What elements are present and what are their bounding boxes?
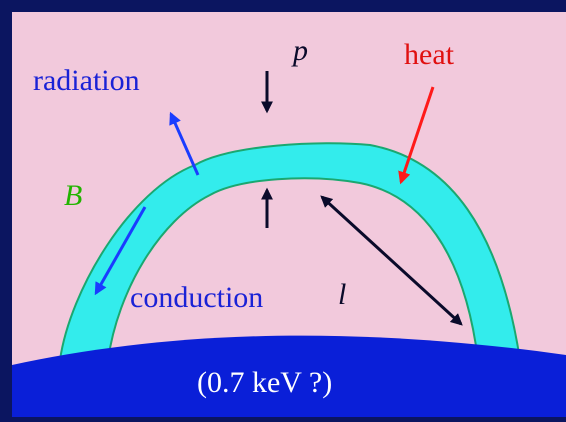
loop-length-label: l — [338, 278, 346, 311]
pressure-label: p — [291, 34, 308, 67]
field-arrow — [94, 206, 147, 296]
energy-label: (0.7 keV ?) — [197, 366, 332, 399]
radiation-label: radiation — [33, 64, 140, 97]
heat-arrow — [398, 86, 435, 185]
heat-label: heat — [404, 38, 455, 71]
photosphere — [12, 335, 566, 417]
conduction-label: conduction — [130, 281, 263, 314]
loop-length-arrow — [320, 195, 463, 326]
radiation-arrow — [169, 111, 200, 176]
magnetic-field-label: B — [64, 179, 82, 212]
